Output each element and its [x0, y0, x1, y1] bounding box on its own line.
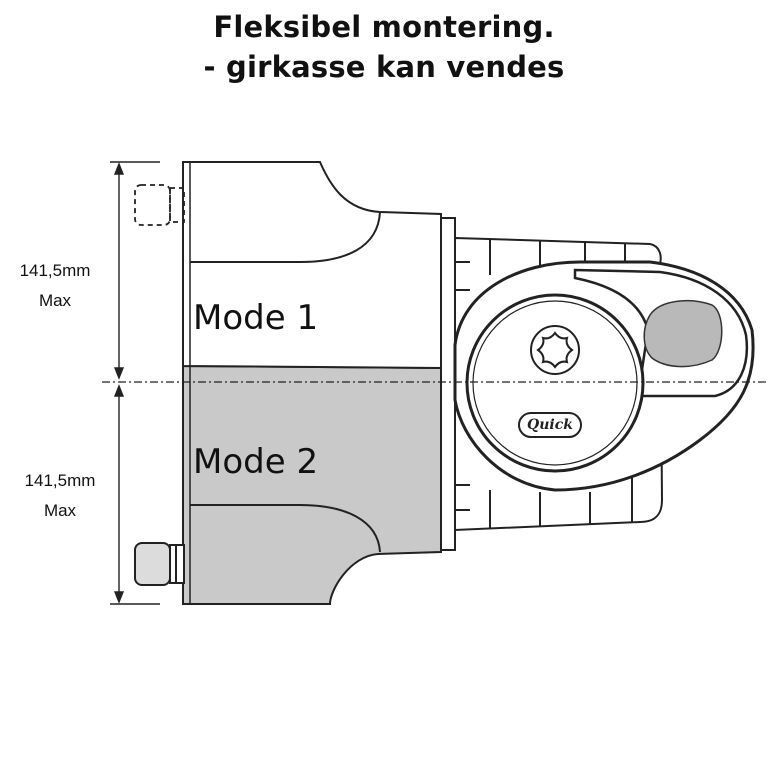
mode-1-housing [182, 161, 442, 370]
flange-plate [440, 217, 456, 551]
dimension-lines [110, 161, 160, 605]
diagram-title-line-2: - girkasse kan vendes [203, 50, 565, 84]
quick-logo: Quick [518, 412, 582, 438]
mode-2-lower-curve [190, 504, 381, 553]
dimension-upper-value: 141,5mm [19, 261, 91, 280]
cable-gland-dashed [134, 184, 185, 226]
drum-disc [465, 293, 645, 473]
dimension-label-upper: 141,5mm Max [0, 256, 110, 316]
cable-gland-solid [134, 542, 185, 586]
cover-window [643, 299, 723, 368]
diagram-title-line-1: Fleksibel montering. [213, 10, 555, 44]
dimension-lower-value: 141,5mm [24, 471, 96, 490]
gearbox-ribs [455, 240, 633, 528]
dimension-lower-qualifier: Max [43, 501, 77, 520]
mode-2-housing [182, 364, 442, 605]
star-socket-icon [530, 325, 580, 375]
dimension-label-lower: 141,5mm Max [5, 466, 115, 526]
mode-2-label: Mode 2 [193, 442, 319, 482]
drum-inner-ring [472, 300, 638, 466]
mode-1-upper-curve [190, 211, 381, 263]
dimension-upper-qualifier: Max [38, 291, 72, 310]
mode-1-label: Mode 1 [193, 298, 319, 338]
quick-logo-text: Quick [527, 417, 573, 433]
